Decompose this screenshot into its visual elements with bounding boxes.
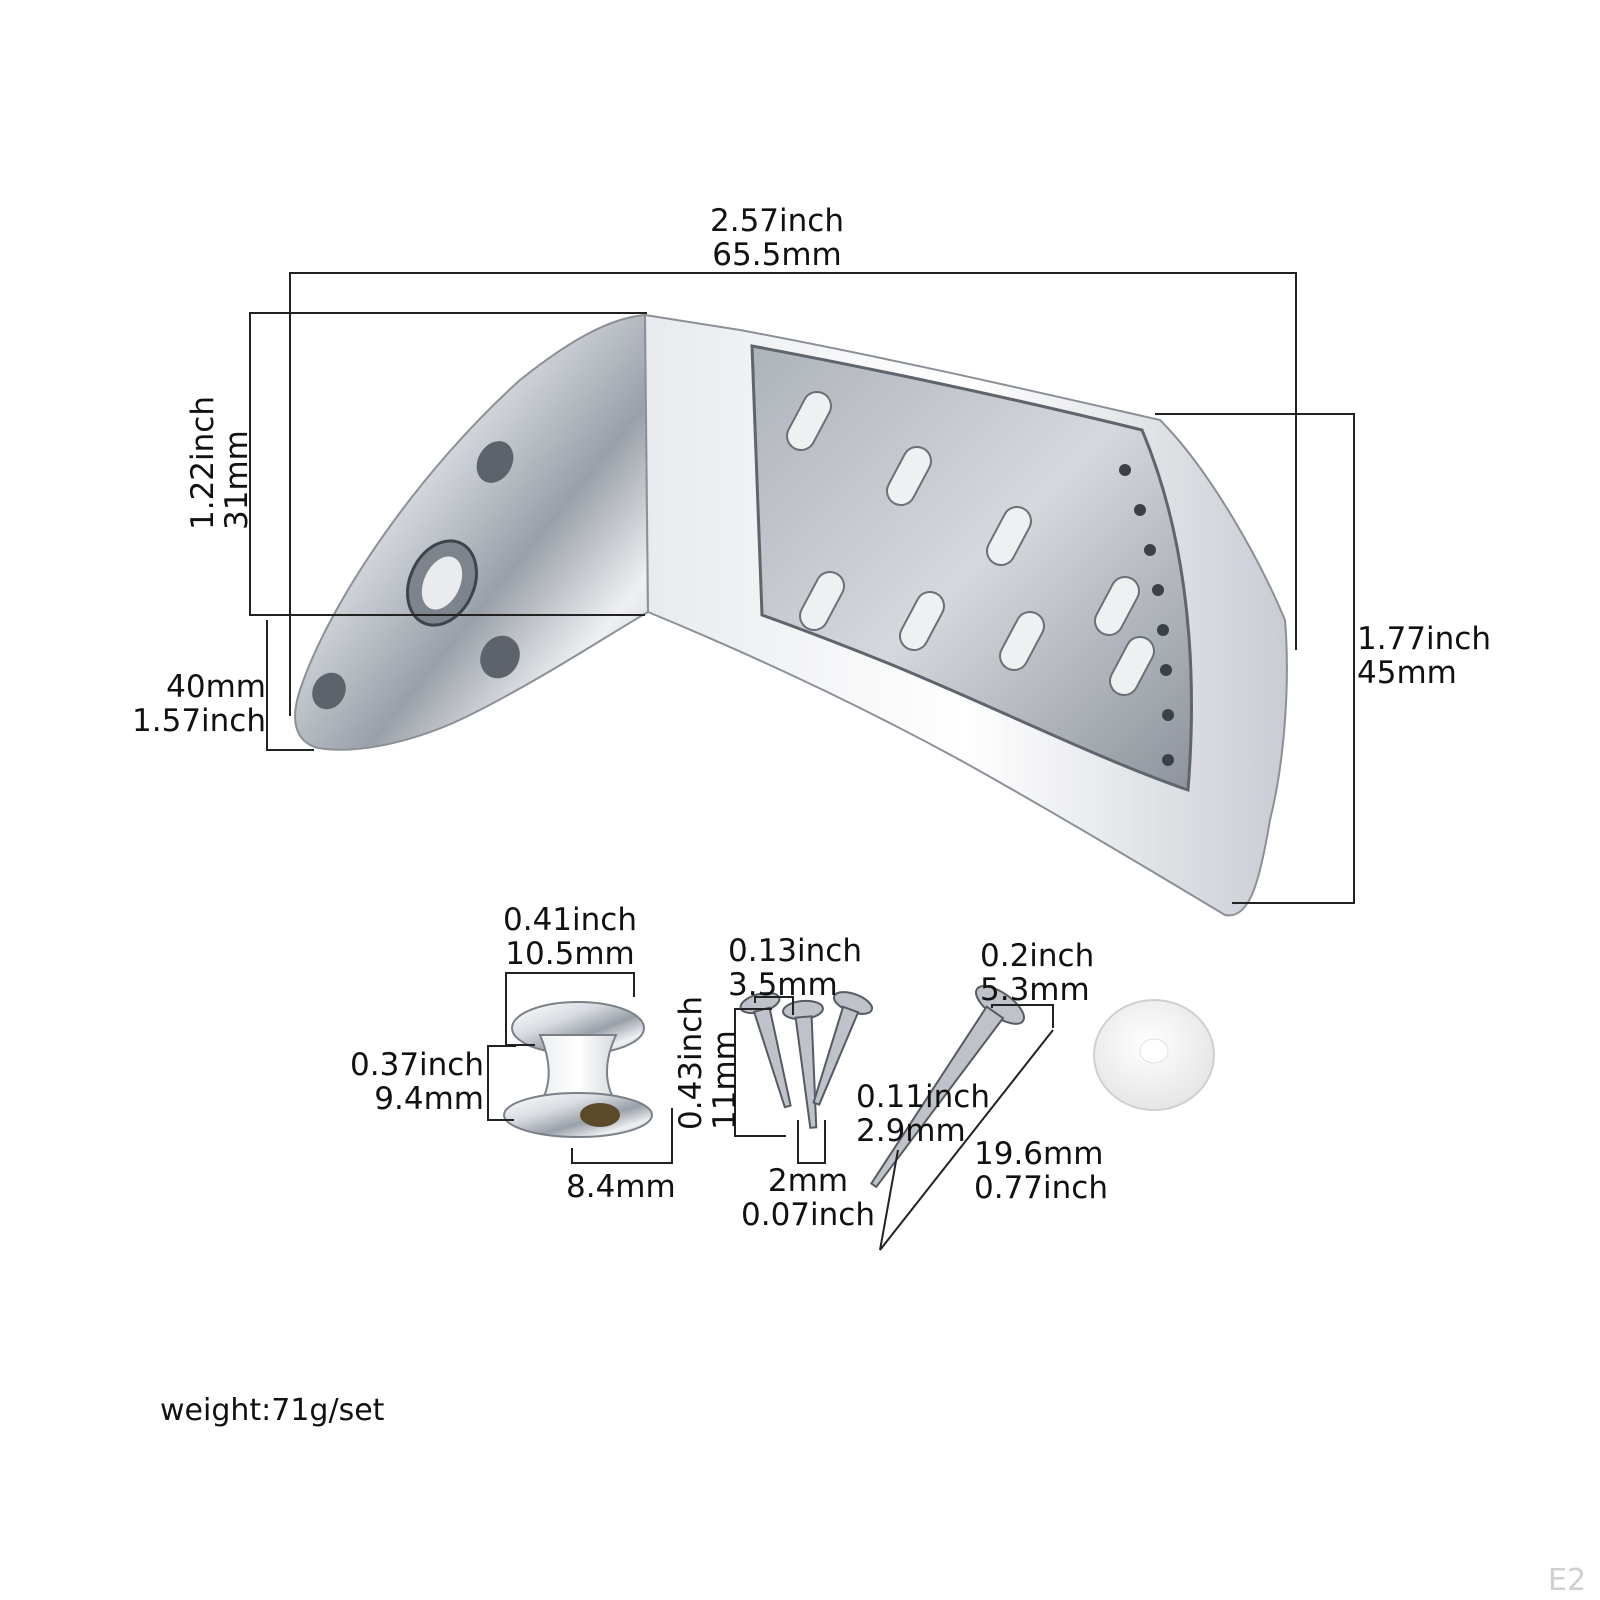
tailpiece-plate (643, 313, 1288, 917)
small-screw-length-mm: 11mm (707, 1030, 743, 1130)
drop-mm: 40mm (166, 669, 266, 705)
height-right-mm: 45mm (1357, 655, 1457, 691)
height-left-label: 1.22inch 31mm (185, 396, 255, 530)
large-screw-length-label: 19.6mm 0.77inch (974, 1137, 1108, 1205)
button-height-label: 0.37inch 9.4mm (350, 1048, 484, 1116)
large-screw-head-inch: 0.2inch (980, 938, 1095, 974)
large-screw-head-label: 0.2inch 5.3mm (980, 939, 1094, 1007)
height-right-label: 1.77inch 45mm (1357, 622, 1491, 690)
height-left-mm: 31mm (219, 430, 255, 530)
large-screw-shank-mm: 2.9mm (856, 1113, 966, 1149)
small-screw-length-label: 0.43inch 11mm (673, 996, 743, 1130)
small-screw-length-inch: 0.43inch (673, 996, 709, 1130)
large-screw-length-inch: 0.77inch (974, 1170, 1108, 1206)
large-screw-length-mm: 19.6mm (974, 1136, 1104, 1172)
small-screw-shank-mm: 2mm (767, 1163, 849, 1199)
height-left-inch: 1.22inch (185, 396, 221, 530)
small-screw-head-inch: 0.13inch (728, 933, 862, 969)
large-screw-shank-label: 0.11inch 2.9mm (856, 1080, 990, 1148)
drop-inch: 1.57inch (132, 703, 266, 739)
weight-text: weight:71g/set (160, 1393, 385, 1428)
drop-label: 40mm 1.57inch (132, 670, 266, 738)
strap-button (503, 1001, 653, 1138)
large-screw-head-mm: 5.3mm (980, 972, 1090, 1008)
dimension-lines (249, 272, 1355, 1251)
width-label: 2.57inch 65.5mm (710, 204, 844, 272)
button-top-inch: 0.41inch (503, 902, 637, 938)
width-inch: 2.57inch (710, 203, 844, 239)
corner-tag: E2 (1548, 1563, 1587, 1598)
button-top-mm: 10.5mm (505, 936, 635, 972)
small-screw-shank-label: 2mm 0.07inch (741, 1164, 875, 1232)
button-height-inch: 0.37inch (350, 1047, 484, 1083)
button-base-label: 8.4mm (566, 1170, 676, 1204)
button-top-label: 0.41inch 10.5mm (503, 903, 637, 971)
button-height-mm: 9.4mm (374, 1081, 484, 1117)
tailpiece-bracket (294, 313, 650, 751)
button-base-mm: 8.4mm (566, 1169, 676, 1205)
small-screw-shank-inch: 0.07inch (741, 1197, 875, 1233)
width-mm: 65.5mm (712, 237, 842, 273)
large-screw-shank-inch: 0.11inch (856, 1079, 990, 1115)
height-right-inch: 1.77inch (1357, 621, 1491, 657)
felt-washer (1093, 999, 1215, 1111)
small-screw-head-mm: 3.5mm (728, 967, 838, 1003)
small-screw-head-label: 0.13inch 3.5mm (728, 934, 862, 1002)
